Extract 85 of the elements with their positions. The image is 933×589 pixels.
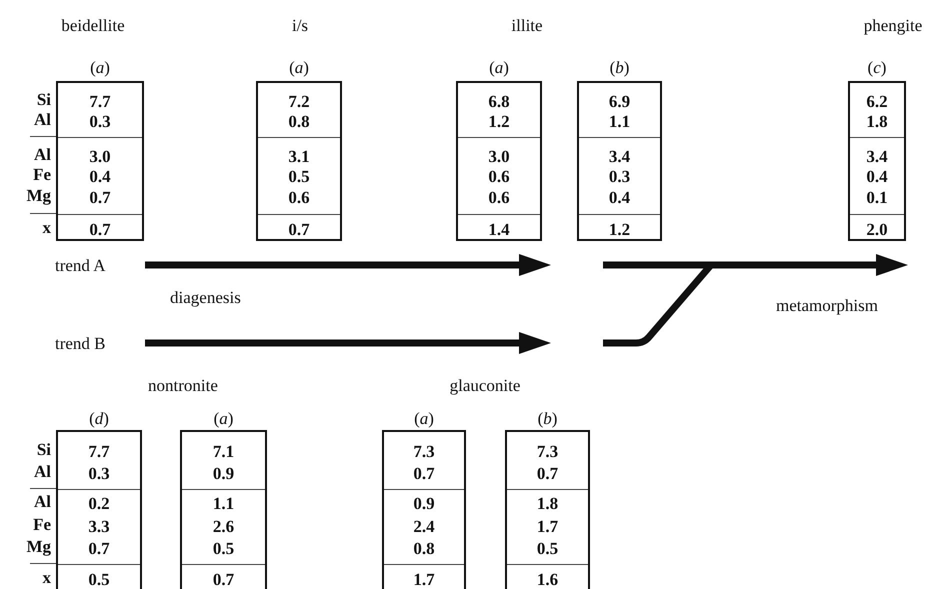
value-cell: 0.1 bbox=[866, 189, 888, 206]
column-heading: (a) bbox=[214, 410, 234, 427]
value-cell: 6.2 bbox=[866, 93, 888, 110]
row-label: Fe bbox=[33, 516, 51, 533]
value-cell: 3.1 bbox=[288, 148, 310, 165]
value-cell: 0.7 bbox=[89, 221, 111, 238]
value-cell: 0.7 bbox=[212, 571, 234, 588]
value-cell: 0.4 bbox=[608, 189, 630, 206]
row-label: x bbox=[42, 219, 51, 236]
value-cell: 3.0 bbox=[89, 148, 111, 165]
value-cell: 0.8 bbox=[288, 113, 310, 130]
value-cell: 0.7 bbox=[288, 221, 310, 238]
value-cell: 1.6 bbox=[536, 571, 558, 588]
value-cell: 0.4 bbox=[89, 168, 111, 185]
column-heading: (d) bbox=[89, 410, 109, 427]
value-cell: 1.1 bbox=[608, 113, 630, 130]
value-cell: 1.2 bbox=[608, 221, 630, 238]
column-heading: (b) bbox=[610, 59, 630, 76]
mineral-name: i/s bbox=[292, 17, 308, 34]
value-cell: 1.7 bbox=[536, 518, 558, 535]
value-cell: 0.4 bbox=[866, 168, 888, 185]
value-cell: 0.2 bbox=[88, 495, 110, 512]
trend-label: trend A bbox=[55, 257, 106, 274]
value-cell: 0.7 bbox=[413, 465, 435, 482]
value-cell: 6.8 bbox=[488, 93, 510, 110]
column-heading: (a) bbox=[90, 59, 110, 76]
row-label: Mg bbox=[26, 187, 51, 204]
mineral-name: nontronite bbox=[148, 377, 218, 394]
value-cell: 0.3 bbox=[89, 113, 111, 130]
value-cell: 0.6 bbox=[488, 189, 510, 206]
process-label: diagenesis bbox=[170, 289, 241, 306]
value-cell: 2.0 bbox=[866, 221, 888, 238]
trend-label: trend B bbox=[55, 335, 106, 352]
value-cell: 6.9 bbox=[608, 93, 630, 110]
row-label: Al bbox=[34, 493, 51, 510]
value-cell: 0.3 bbox=[608, 168, 630, 185]
value-cell: 1.2 bbox=[488, 113, 510, 130]
value-cell: 1.7 bbox=[413, 571, 435, 588]
value-cell: 0.5 bbox=[536, 540, 558, 557]
row-label: Al bbox=[34, 463, 51, 480]
row-label: x bbox=[42, 569, 51, 586]
value-cell: 1.4 bbox=[488, 221, 510, 238]
value-cell: 7.1 bbox=[212, 443, 234, 460]
mineral-name: glauconite bbox=[450, 377, 520, 394]
row-label: Al bbox=[34, 111, 51, 128]
value-cell: 0.7 bbox=[89, 189, 111, 206]
row-label: Si bbox=[36, 441, 51, 458]
value-cell: 1.8 bbox=[866, 113, 888, 130]
value-cell: 2.4 bbox=[413, 518, 435, 535]
value-cell: 3.0 bbox=[488, 148, 510, 165]
row-label: Mg bbox=[26, 538, 51, 555]
column-heading: (c) bbox=[868, 59, 886, 76]
column-heading: (b) bbox=[538, 410, 558, 427]
column-heading: (a) bbox=[289, 59, 309, 76]
row-label: Si bbox=[36, 91, 51, 108]
value-cell: 7.3 bbox=[536, 443, 558, 460]
mineral-name: beidellite bbox=[61, 17, 125, 34]
value-cell: 0.8 bbox=[413, 540, 435, 557]
value-cell: 0.5 bbox=[88, 571, 110, 588]
value-cell: 0.5 bbox=[288, 168, 310, 185]
value-cell: 3.4 bbox=[608, 148, 630, 165]
row-label: Al bbox=[34, 146, 51, 163]
value-cell: 0.6 bbox=[488, 168, 510, 185]
value-cell: 0.5 bbox=[212, 540, 234, 557]
value-cell: 7.3 bbox=[413, 443, 435, 460]
value-cell: 3.3 bbox=[88, 518, 110, 535]
value-cell: 2.6 bbox=[212, 518, 234, 535]
value-cell: 1.1 bbox=[212, 495, 234, 512]
mineral-name: phengite bbox=[864, 17, 922, 34]
value-cell: 3.4 bbox=[866, 148, 888, 165]
mineral-name: illite bbox=[511, 17, 543, 34]
value-cell: 0.9 bbox=[212, 465, 234, 482]
value-cell: 0.9 bbox=[413, 495, 435, 512]
value-cell: 0.6 bbox=[288, 189, 310, 206]
value-cell: 0.3 bbox=[88, 465, 110, 482]
column-heading: (a) bbox=[489, 59, 509, 76]
row-label: Fe bbox=[33, 166, 51, 183]
value-cell: 0.7 bbox=[536, 465, 558, 482]
value-cell: 1.8 bbox=[536, 495, 558, 512]
value-cell: 0.7 bbox=[88, 540, 110, 557]
column-heading: (a) bbox=[414, 410, 434, 427]
process-label: metamorphism bbox=[776, 297, 878, 314]
value-cell: 7.7 bbox=[88, 443, 110, 460]
value-cell: 7.2 bbox=[288, 93, 310, 110]
value-cell: 7.7 bbox=[89, 93, 111, 110]
